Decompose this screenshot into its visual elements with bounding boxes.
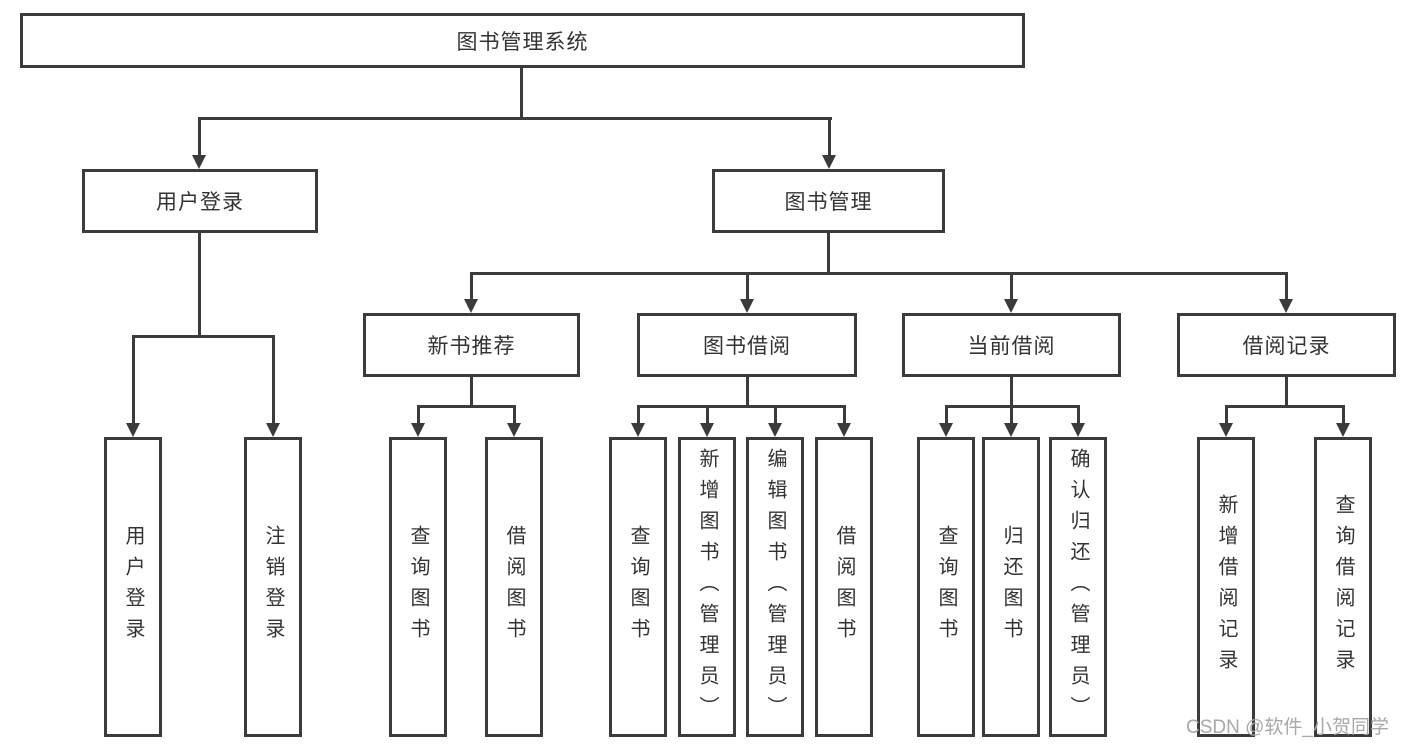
connector-branch <box>417 405 516 408</box>
connector-stem <box>1285 377 1288 408</box>
arrow-down-icon <box>700 423 714 437</box>
connector-drop <box>1077 405 1080 425</box>
arrow-down-icon <box>1279 299 1293 313</box>
node-label: 借阅记录 <box>1242 335 1331 358</box>
node-label: 用户登录 <box>156 191 244 214</box>
node-label: 图书管理 <box>784 191 873 214</box>
node-label: 当前借阅 <box>967 335 1056 358</box>
arrow-down-icon <box>507 423 521 437</box>
node-label: 注销登录 <box>262 525 284 649</box>
arrow-down-icon <box>1219 423 1233 437</box>
connector-drop <box>945 405 948 425</box>
node-query-books-current: 查询图书 <box>917 437 975 737</box>
node-logout: 注销登录 <box>244 437 302 737</box>
arrow-down-icon <box>631 423 645 437</box>
connector-drop <box>637 405 640 425</box>
arrow-down-icon <box>1004 423 1018 437</box>
node-label: 用户登录 <box>122 525 144 649</box>
node-edit-books-admin: 编辑图书（管理员） <box>746 437 804 737</box>
connector-branch <box>637 405 846 408</box>
connector-book-management-stem <box>827 233 830 275</box>
node-new-book-recommendation: 新书推荐 <box>363 313 580 377</box>
connector-drop <box>132 335 135 425</box>
arrow-down-icon <box>1336 423 1350 437</box>
arrow-down-icon <box>1004 299 1018 313</box>
connector-stem <box>746 377 749 408</box>
node-add-books-admin: 新增图书（管理员） <box>678 437 736 737</box>
connector-drop <box>1225 405 1228 425</box>
node-label: 确认归还（管理员） <box>1067 447 1089 727</box>
arrow-down-icon <box>939 423 953 437</box>
node-confirm-return-admin: 确认归还（管理员） <box>1049 437 1107 737</box>
node-label: 归还图书 <box>1000 525 1022 649</box>
arrow-down-icon <box>411 423 425 437</box>
connector-drop <box>843 405 846 425</box>
node-library-management-system: 图书管理系统 <box>20 13 1025 68</box>
connector-branch <box>1225 405 1345 408</box>
arrow-down-icon <box>266 423 280 437</box>
watermark: CSDN @软件_小贺同学 <box>1186 717 1389 738</box>
arrow-down-icon <box>768 423 782 437</box>
node-book-management: 图书管理 <box>712 169 945 233</box>
connector-user-login-stem <box>198 233 201 338</box>
arrow-down-icon <box>126 423 140 437</box>
node-label: 新增图书（管理员） <box>696 447 718 727</box>
node-borrow-books-recommendation: 借阅图书 <box>485 437 543 737</box>
connector-drop <box>513 405 516 425</box>
node-label: 查询图书 <box>935 525 957 649</box>
node-query-borrow-record: 查询借阅记录 <box>1314 437 1372 737</box>
arrow-down-icon <box>837 423 851 437</box>
node-label: 编辑图书（管理员） <box>764 447 786 727</box>
node-label: 图书管理系统 <box>456 30 589 54</box>
connector-drop <box>746 272 749 301</box>
node-book-borrowing: 图书借阅 <box>637 313 857 377</box>
connector-drop-user-login <box>198 117 201 157</box>
arrow-down-icon <box>192 155 206 169</box>
connector-root-branch <box>198 117 832 120</box>
connector-stem <box>1010 377 1013 408</box>
connector-book-management-branch <box>470 272 1288 275</box>
node-user-login: 用户登录 <box>82 169 318 233</box>
node-label: 借阅图书 <box>503 525 525 649</box>
node-return-books: 归还图书 <box>982 437 1040 737</box>
node-label: 查询图书 <box>627 525 649 649</box>
node-add-borrow-record: 新增借阅记录 <box>1197 437 1255 737</box>
node-label: 查询借阅记录 <box>1332 494 1354 680</box>
connector-drop <box>774 405 777 425</box>
node-borrow-books: 借阅图书 <box>815 437 873 737</box>
connector-stem <box>470 377 473 408</box>
node-label: 新增借阅记录 <box>1215 494 1237 680</box>
connector-drop <box>1342 405 1345 425</box>
arrow-down-icon <box>740 299 754 313</box>
connector-root-stem <box>520 68 523 120</box>
connector-drop <box>1010 405 1013 425</box>
connector-drop <box>1285 272 1288 301</box>
connector-drop <box>470 272 473 301</box>
arrow-down-icon <box>464 299 478 313</box>
arrow-down-icon <box>1071 423 1085 437</box>
connector-user-login-branch <box>132 335 275 338</box>
connector-drop <box>1010 272 1013 301</box>
node-label: 新书推荐 <box>427 335 516 358</box>
node-label: 借阅图书 <box>833 525 855 649</box>
connector-drop <box>272 335 275 425</box>
node-current-borrowing: 当前借阅 <box>902 313 1121 377</box>
node-borrowing-records: 借阅记录 <box>1177 313 1396 377</box>
node-query-books-recommendation: 查询图书 <box>389 437 447 737</box>
connector-drop <box>706 405 709 425</box>
arrow-down-icon <box>822 155 836 169</box>
node-query-books-borrowing: 查询图书 <box>609 437 667 737</box>
node-label: 图书借阅 <box>703 335 791 358</box>
connector-drop-book-management <box>828 117 831 157</box>
node-label: 查询图书 <box>407 525 429 649</box>
connector-drop <box>417 405 420 425</box>
node-user-login-leaf: 用户登录 <box>104 437 162 737</box>
